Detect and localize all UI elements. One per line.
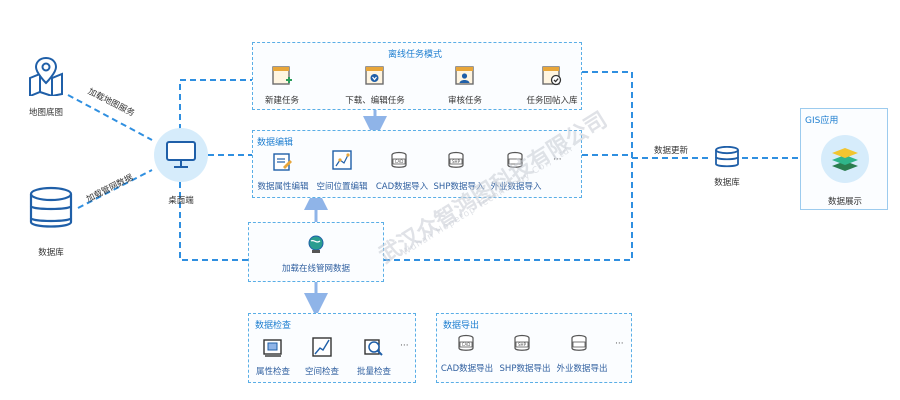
offline-item-1: 下载、编辑任务 (345, 96, 405, 106)
globe-icon (308, 235, 324, 253)
map-icon (28, 56, 64, 100)
check-title: 数据检查 (255, 321, 292, 331)
load-label: 加载在线管网数据 (281, 264, 351, 274)
right-database-icon (715, 146, 739, 168)
offline-item-3: 任务回帖入库 (526, 96, 578, 106)
task-submit-icon (542, 66, 562, 86)
download-task-icon (365, 66, 384, 85)
check-item-0: 属性检查 (255, 367, 291, 377)
gis-label: 数据展示 (827, 197, 863, 207)
database-icon (28, 186, 74, 234)
gis-title: GIS应用 (805, 116, 839, 126)
data-edit-box: 数据编辑 (252, 130, 582, 198)
offline-title: 离线任务模式 (388, 50, 443, 60)
edge-db-desktop (77, 169, 153, 209)
cad-export-icon: CAD (458, 334, 474, 351)
edge-desktop-load (179, 182, 250, 261)
attribute-edit-icon (273, 153, 292, 171)
desktop-node (154, 128, 208, 182)
svg-text:SHP: SHP (518, 342, 527, 347)
offline-item-2: 审核任务 (447, 96, 483, 106)
edge-map-desktop (67, 94, 153, 141)
export-more: ··· (615, 339, 624, 349)
svg-text:CAD: CAD (395, 159, 404, 164)
export-title: 数据导出 (443, 321, 480, 331)
update-label: 数据更新 (653, 146, 689, 156)
new-task-icon (272, 66, 292, 85)
edit-more: ··· (553, 155, 562, 165)
export-item-2: 外业数据导出 (556, 364, 608, 374)
svg-text:CAD: CAD (462, 342, 471, 347)
spatial-edit-icon (332, 150, 352, 170)
gis-node (821, 135, 869, 183)
review-task-icon (455, 66, 474, 85)
export-item-0: CAD数据导出 (440, 364, 494, 374)
edit-item-0: 数据属性编辑 (257, 182, 309, 192)
export-item-1: SHP数据导出 (499, 364, 551, 374)
edit-item-4: 外业数据导入 (490, 182, 542, 192)
right-db-label: 数据库 (714, 178, 740, 188)
desktop-label: 桌面端 (168, 196, 194, 206)
svg-text:SHP: SHP (452, 159, 461, 164)
edit-item-2: CAD数据导入 (375, 182, 429, 192)
edge-offline-right (384, 71, 633, 261)
map-label: 地图底图 (28, 108, 64, 118)
check-item-1: 空间检查 (304, 367, 340, 377)
edit-item-3: SHP数据导入 (433, 182, 485, 192)
offline-item-0: 新建任务 (264, 96, 300, 106)
field-import-icon (507, 151, 523, 168)
edge-desktop-offline (179, 79, 252, 130)
shp-import-icon: SHP (448, 151, 464, 168)
check-more: ··· (400, 341, 409, 351)
monitor-icon (166, 141, 196, 168)
db-label: 数据库 (38, 248, 64, 258)
offline-task-box: 离线任务模式 (252, 42, 582, 110)
edit-item-1: 空间位置编辑 (316, 182, 368, 192)
cad-import-icon: CAD (391, 151, 407, 168)
batch-check-icon (364, 339, 383, 356)
check-item-2: 批量检查 (356, 367, 392, 377)
gis-app-box: GIS应用 数据展示 (800, 108, 888, 210)
spatial-check-icon (312, 337, 332, 357)
attribute-check-icon (263, 339, 282, 357)
shp-export-icon: SHP (514, 334, 530, 351)
layers-icon (832, 148, 858, 171)
edit-title: 数据编辑 (257, 138, 294, 148)
field-export-icon (571, 334, 587, 351)
